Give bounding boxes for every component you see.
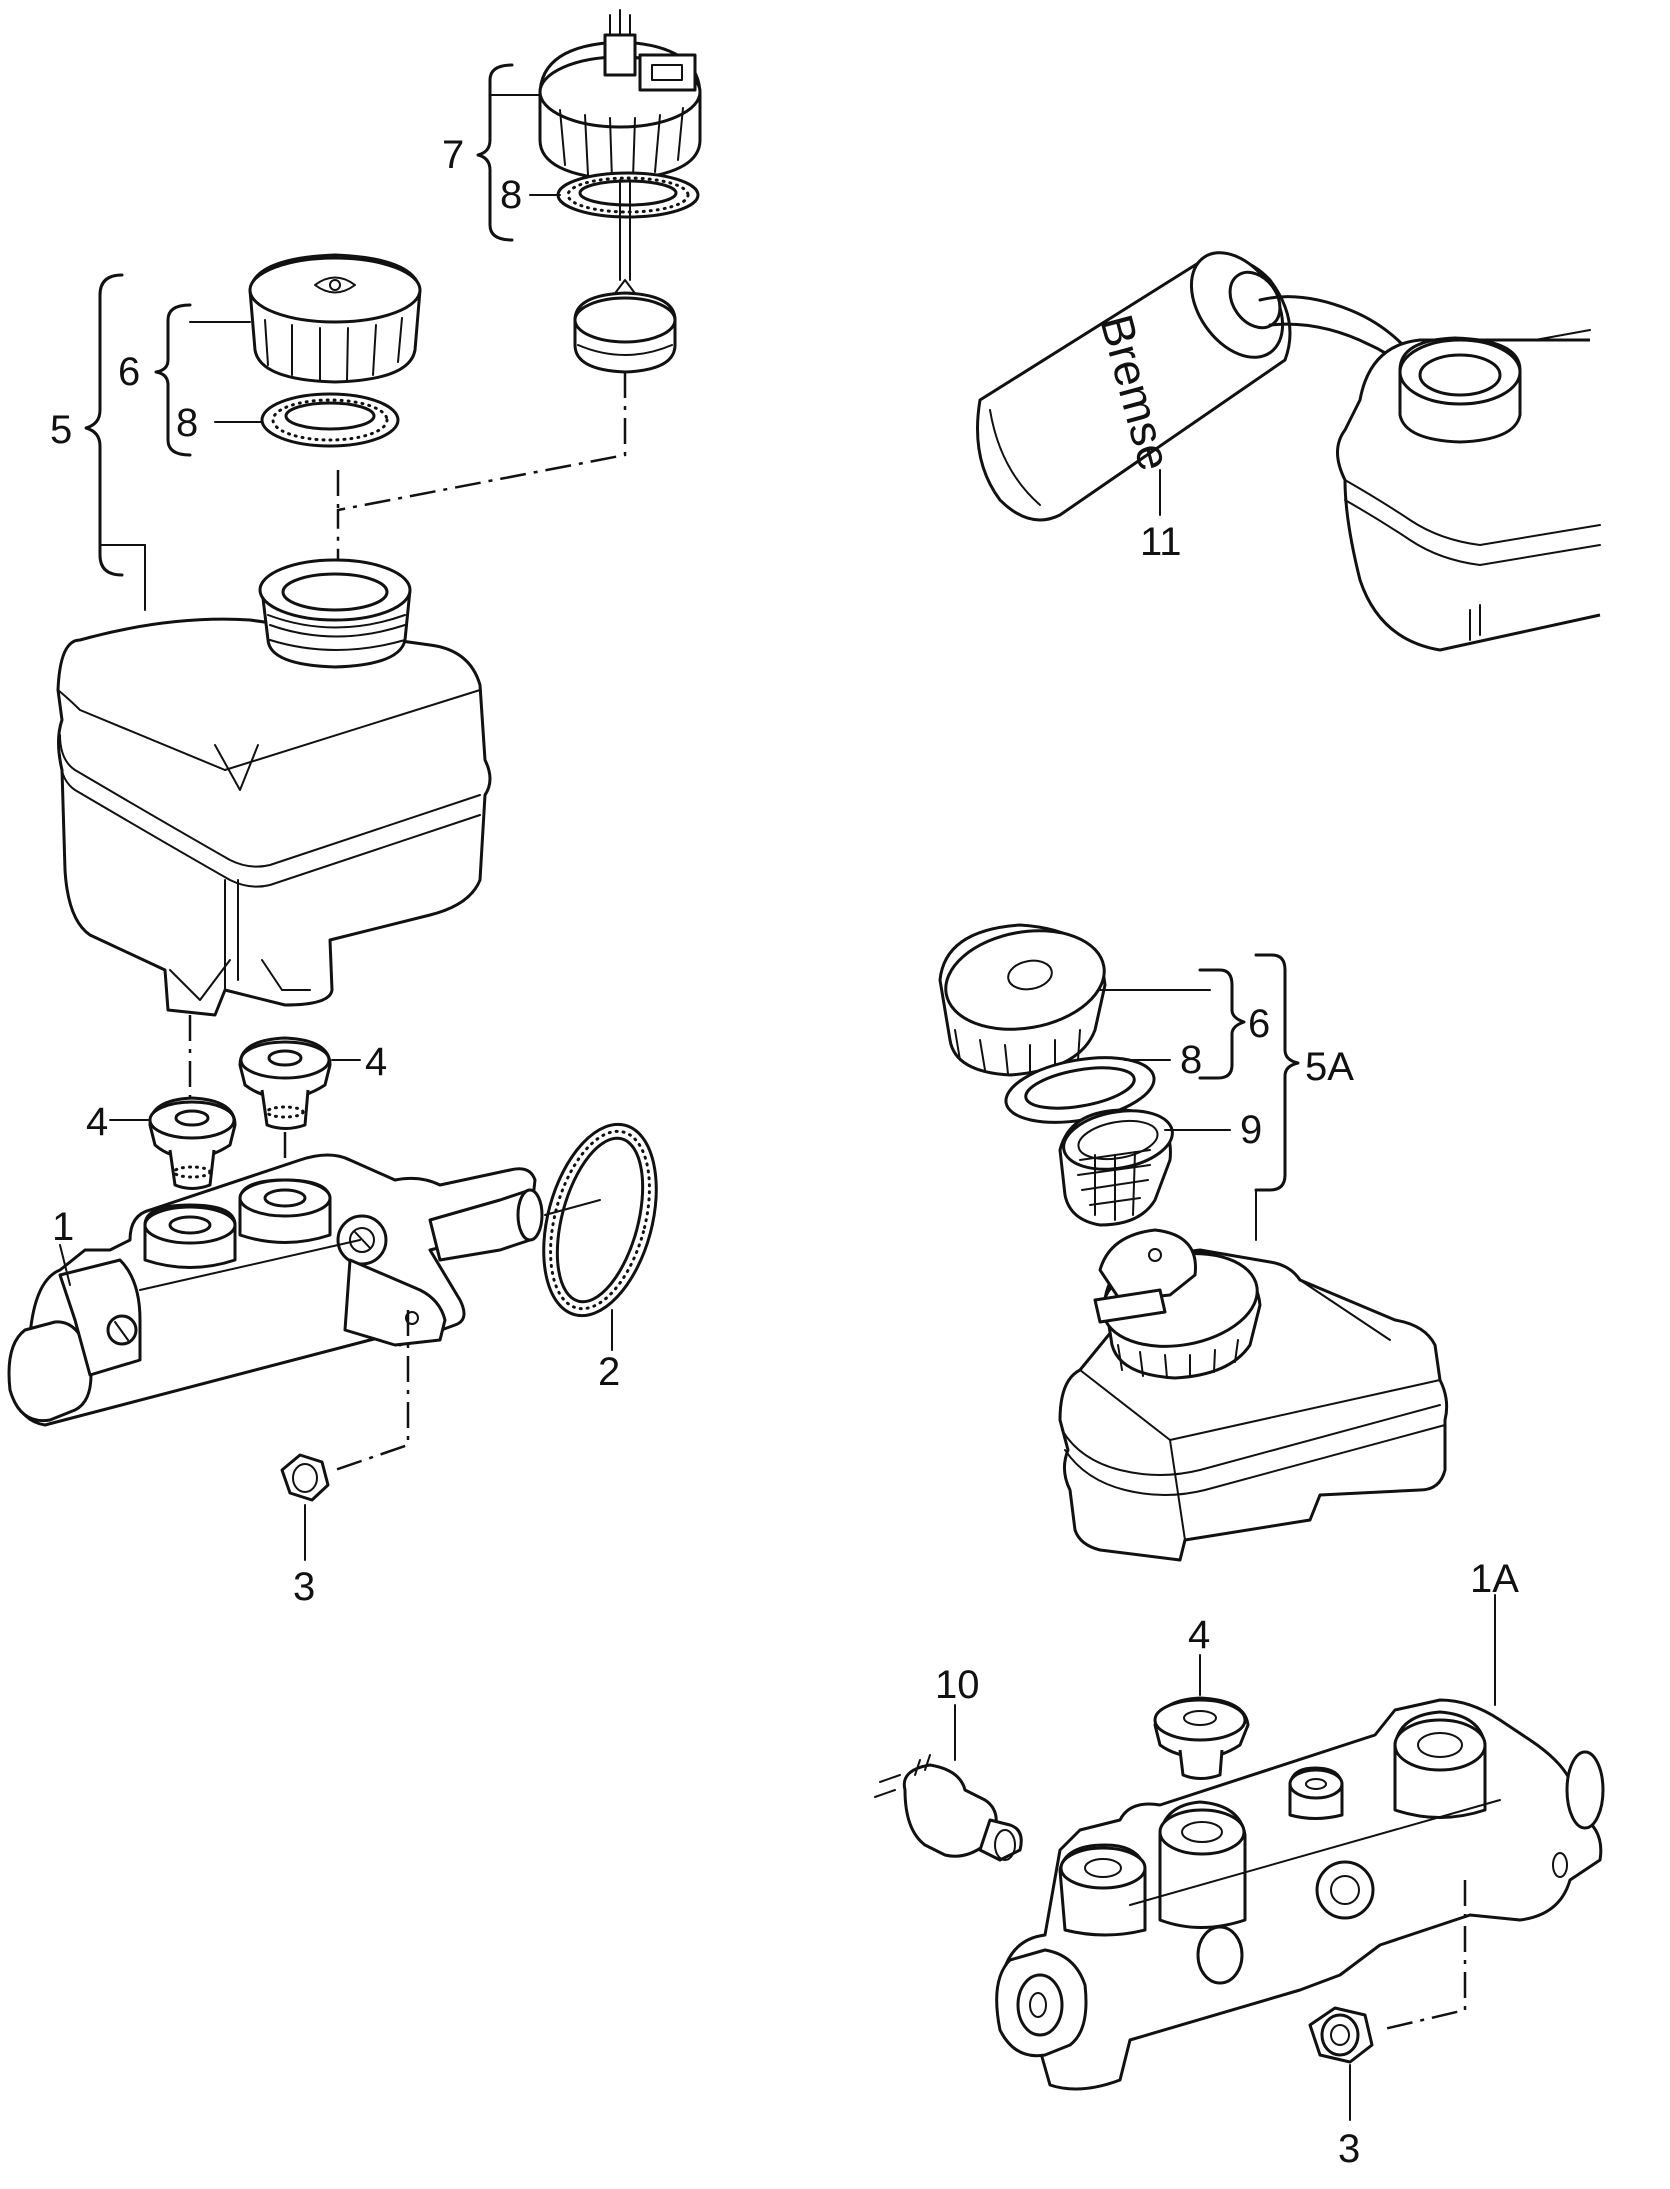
part-10-pressure-switch xyxy=(874,1754,1023,1862)
callout-11: 11 xyxy=(1140,520,1182,564)
part-6-reservoir-cap xyxy=(248,253,422,448)
part-1a-master-cylinder xyxy=(995,1698,1605,2091)
callout-9: 9 xyxy=(1240,1108,1262,1152)
part-1-master-cylinder xyxy=(7,1153,544,1427)
callout-4-a: 4 xyxy=(86,1100,108,1144)
callout-1: 1 xyxy=(52,1205,74,1249)
callout-10: 10 xyxy=(935,1663,980,1707)
callout-8-left: 8 xyxy=(176,401,198,445)
part-9-strainer xyxy=(1058,1108,1174,1227)
part-7-cap-with-sensor xyxy=(538,9,702,374)
callout-3-right: 3 xyxy=(1338,2127,1360,2171)
callout-7: 7 xyxy=(442,133,464,177)
callout-1a: 1A xyxy=(1470,1557,1519,1601)
callout-4-right: 4 xyxy=(1188,1613,1210,1657)
bracket-5 xyxy=(84,273,124,577)
callout-6-right: 6 xyxy=(1248,1002,1270,1046)
part-4-grommet-right xyxy=(1153,1696,1250,1780)
bracket-7 xyxy=(476,63,514,242)
callout-2: 2 xyxy=(598,1350,620,1394)
callout-5a: 5A xyxy=(1305,1045,1354,1089)
part-2-o-ring xyxy=(542,1122,658,1318)
part-3-nut-left xyxy=(280,1453,330,1502)
callout-8-right: 8 xyxy=(1180,1038,1202,1082)
part-11-brake-fluid-bottle xyxy=(976,251,1432,522)
callout-6-left: 6 xyxy=(118,350,140,394)
callout-4-b: 4 xyxy=(365,1040,387,1084)
bracket-6-right xyxy=(1198,968,1246,1080)
part-4-grommet-left-a xyxy=(148,1096,237,1190)
part-5-reservoir xyxy=(56,558,492,1017)
part-3-nut-right xyxy=(1308,2006,1374,2064)
part-6-cap-right xyxy=(938,923,1107,1077)
callout-5: 5 xyxy=(50,408,72,452)
part-4-grommet-left-b xyxy=(238,1036,332,1130)
callout-8-top: 8 xyxy=(500,173,522,217)
callout-3-left: 3 xyxy=(293,1565,315,1609)
bracket-6-left xyxy=(154,303,192,457)
part-8-seal-right xyxy=(1004,1056,1156,1124)
bracket-5a xyxy=(1254,953,1300,1192)
part-5a-reservoir xyxy=(1058,1228,1449,1562)
reservoir-partial-top-right xyxy=(1336,329,1601,652)
